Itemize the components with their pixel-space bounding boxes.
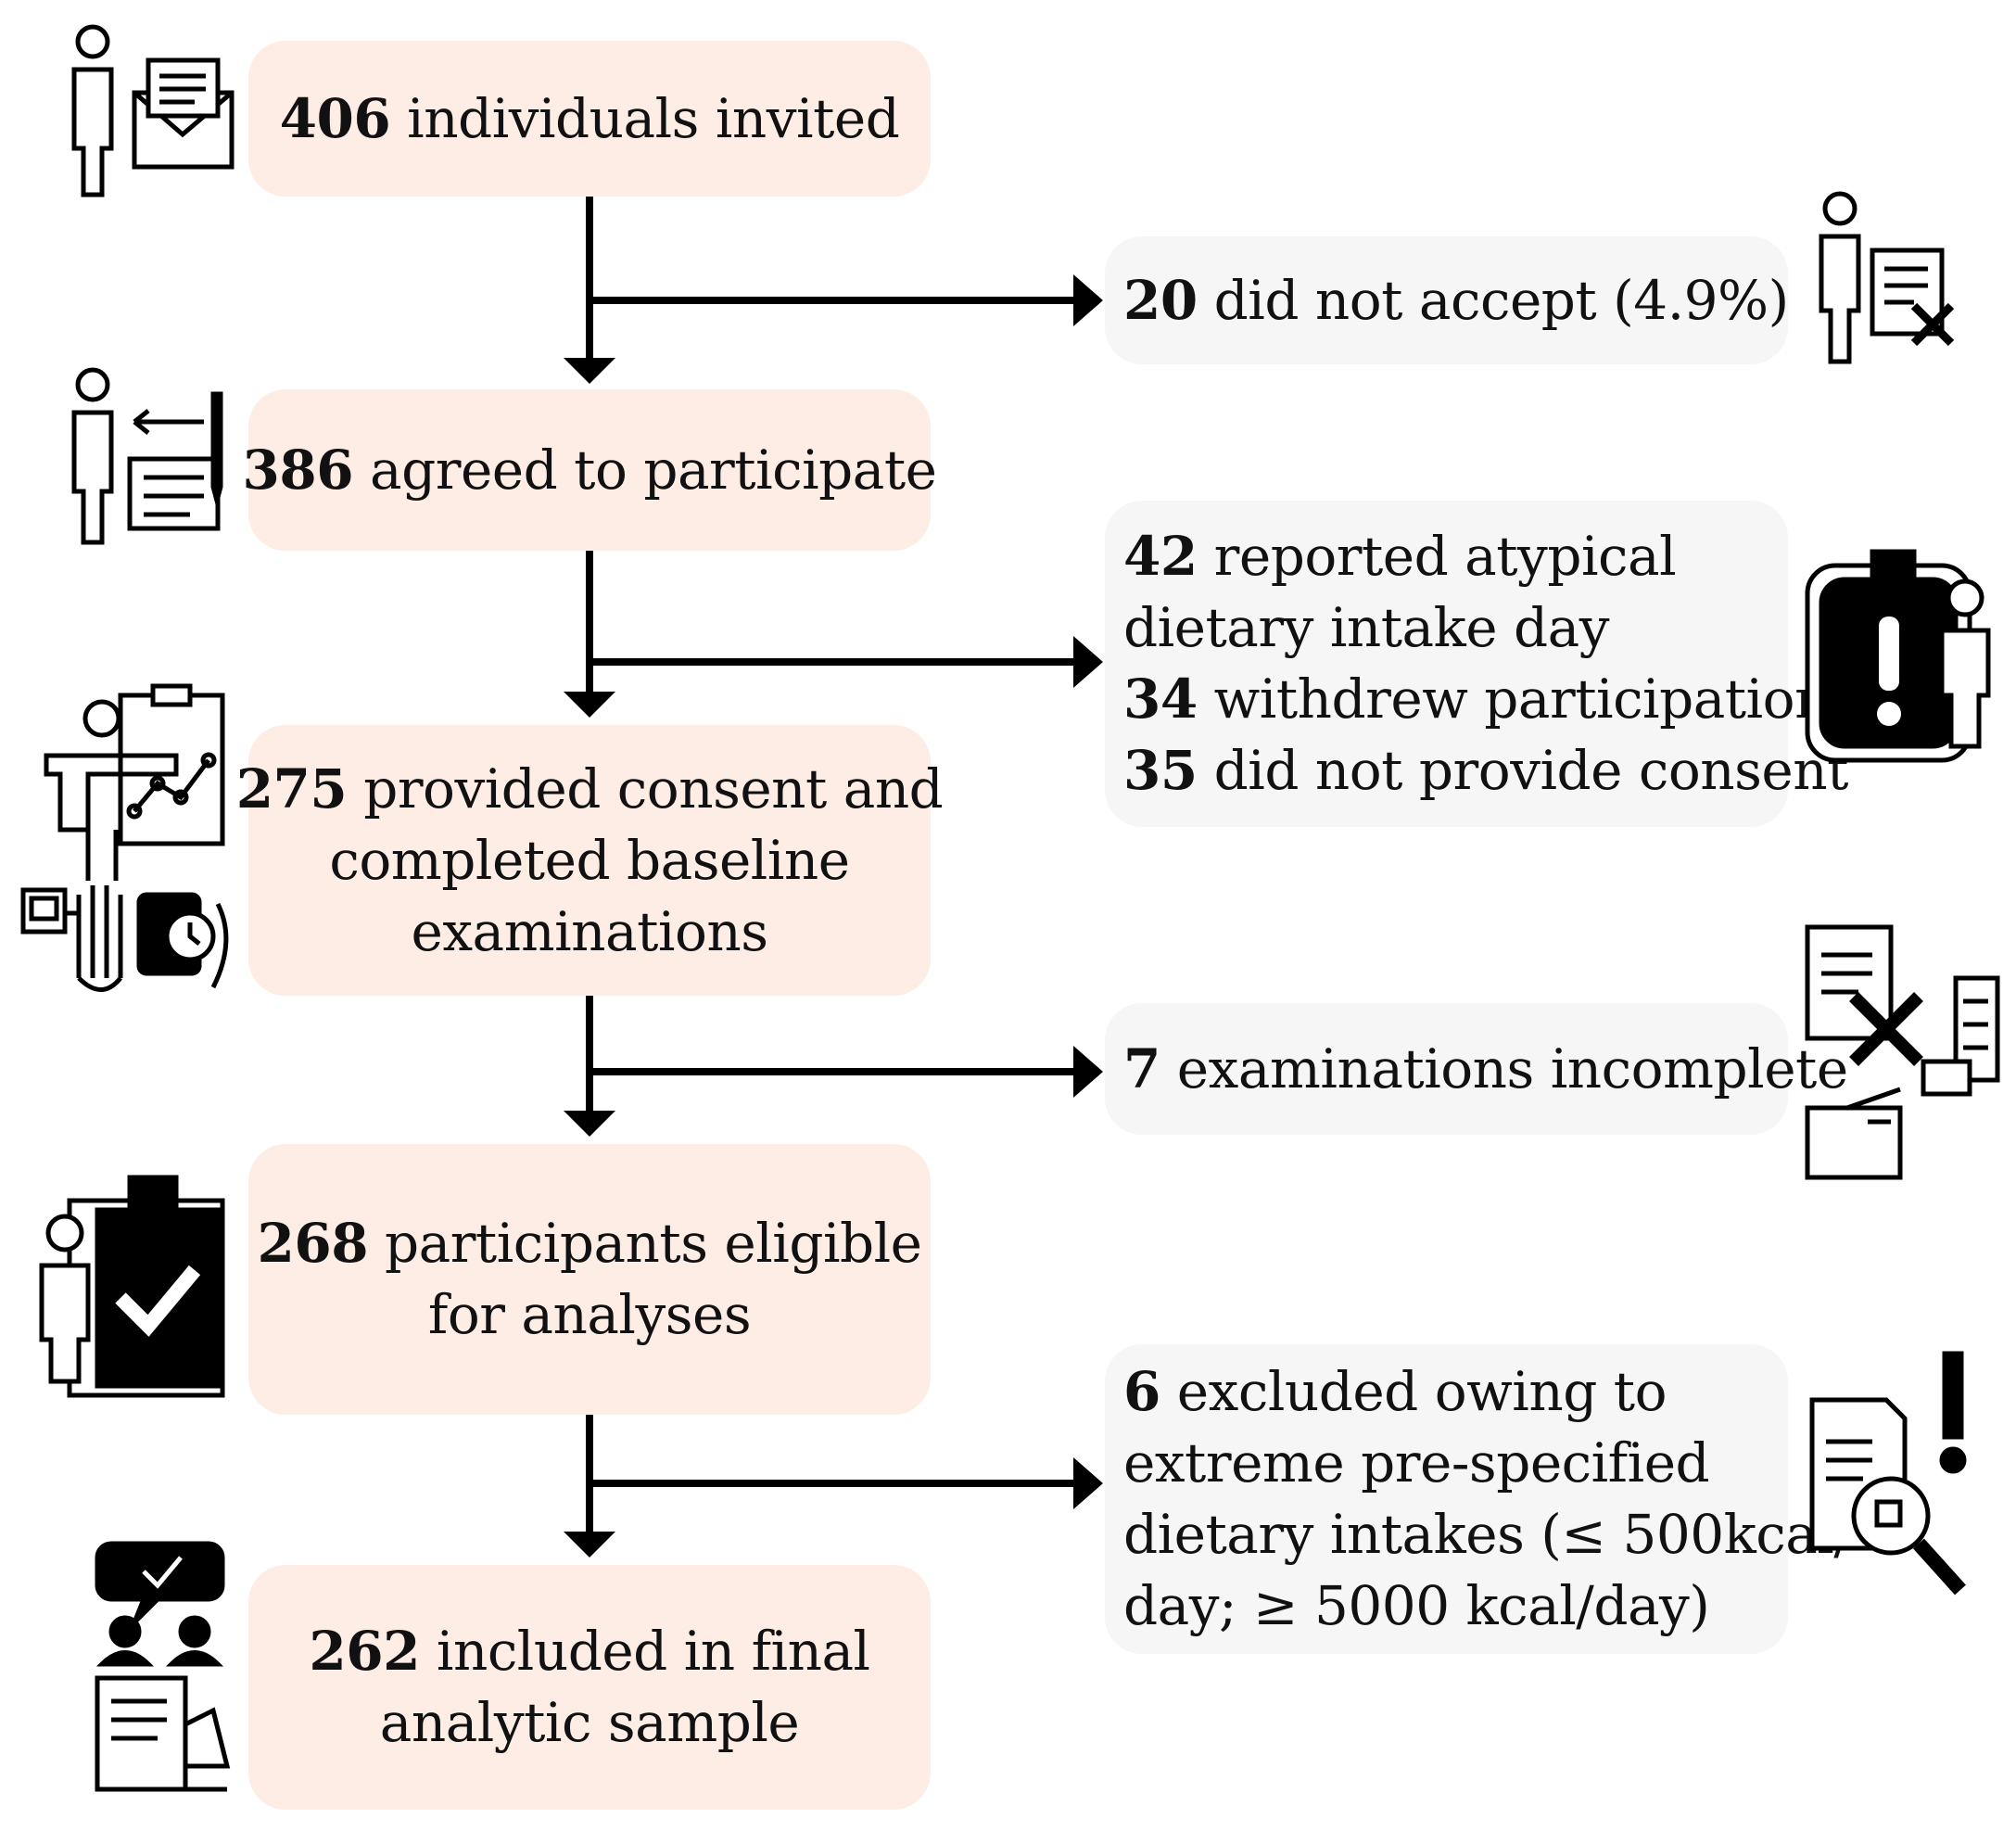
exclusion-box-extreme-intake: 6 excluded owing to extreme pre-specifie… <box>1105 1344 1852 1654</box>
arrowhead-right-1 <box>1073 274 1103 326</box>
blood-pressure-measurement-icon <box>20 885 229 992</box>
exclusion-line: dietary intakes (≤ 500kcal/ <box>1123 1503 1852 1566</box>
step-eligible-text-1: 268 participants eligible <box>257 1212 922 1275</box>
arrowhead-down-1 <box>564 358 615 384</box>
step-agreed-text: 386 agreed to participate <box>242 438 938 502</box>
step-box-agreed: 386 agreed to participate <box>243 389 937 551</box>
document-search-warning-icon <box>1809 1351 1967 1596</box>
step-final-text-2: analytic sample <box>379 1691 800 1754</box>
exclusion-line: extreme pre-specified <box>1123 1431 1710 1494</box>
arrowhead-right-2 <box>1073 636 1103 688</box>
arrowhead-down-4 <box>564 1532 615 1558</box>
arrowhead-right-4 <box>1073 1457 1103 1509</box>
person-eligibility-checklist-icon <box>39 1175 225 1398</box>
step-baseline-text-2: completed baseline <box>329 828 850 892</box>
exclusion-line: 7 examinations incomplete <box>1123 1036 1848 1100</box>
exclusion-line: 6 excluded owing to <box>1123 1360 1667 1423</box>
exclusion-box-incomplete: 7 examinations incomplete <box>1105 1003 1848 1135</box>
step-invited-text: 406 individuals invited <box>279 86 900 150</box>
exclusion-line: dietary intake day <box>1123 596 1610 659</box>
step-box-eligible: 268 participants eligible for analyses <box>248 1144 931 1415</box>
arrowhead-down-2 <box>564 692 615 718</box>
exclusion-line: 35 did not provide consent <box>1123 739 1848 802</box>
arrowhead-down-3 <box>564 1111 615 1137</box>
step-eligible-text-2: for analyses <box>427 1283 752 1346</box>
person-examination-chart-icon <box>44 683 225 881</box>
step-baseline-text-1: 275 provided consent and <box>235 757 944 820</box>
discussion-and-lab-analysis-icon <box>95 1541 231 1792</box>
exclusion-line: day; ≥ 5000 kcal/day) <box>1123 1574 1710 1637</box>
exclusion-box-not-accept: 20 did not accept (4.9%) <box>1105 236 1789 364</box>
person-signing-form-icon <box>71 367 223 545</box>
incomplete-documents-printer-icon <box>1805 924 2000 1180</box>
step-box-invited: 406 individuals invited <box>248 41 931 197</box>
arrowhead-right-3 <box>1073 1046 1103 1098</box>
step-box-baseline: 275 provided consent and completed basel… <box>236 725 944 996</box>
step-baseline-text-3: examinations <box>411 899 769 963</box>
step-final-text-1: 262 included in final <box>309 1620 870 1683</box>
exclusion-line: 20 did not accept (4.9%) <box>1123 268 1789 332</box>
clipboard-warning-person-icon <box>1805 549 1991 763</box>
exclusion-box-atypical: 42 reported atypical dietary intake day … <box>1105 501 1848 827</box>
exclusion-line: 34 withdrew participation <box>1123 668 1829 731</box>
exclusion-line: 42 reported atypical <box>1123 525 1677 588</box>
person-declined-document-icon <box>1819 191 1955 364</box>
person-invitation-envelope-icon <box>71 24 235 197</box>
step-box-final: 262 included in final analytic sample <box>248 1565 931 1810</box>
